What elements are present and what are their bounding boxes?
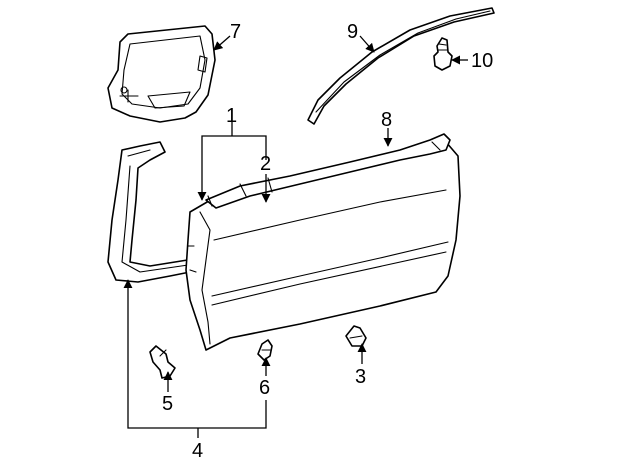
part-10-bolt[interactable] bbox=[433, 37, 453, 71]
callout-10: 10 bbox=[471, 50, 493, 72]
callout-8: 8 bbox=[381, 109, 392, 131]
callout-labels: 1 2 3 4 5 6 7 8 9 10 bbox=[162, 21, 493, 462]
callout-2: 2 bbox=[260, 153, 271, 175]
callout-6: 6 bbox=[259, 377, 270, 399]
callout-5: 5 bbox=[162, 393, 173, 415]
callout-1: 1 bbox=[226, 105, 237, 127]
part-4-weatherstrip[interactable] bbox=[107, 141, 201, 283]
part-5-bolt[interactable] bbox=[149, 345, 176, 379]
callout-3: 3 bbox=[355, 366, 366, 388]
callout-4: 4 bbox=[192, 440, 203, 462]
part-8-belt-molding[interactable] bbox=[205, 133, 451, 209]
part-3-plug[interactable] bbox=[345, 325, 367, 347]
callout-9: 9 bbox=[347, 21, 358, 43]
part-6-clip[interactable] bbox=[257, 339, 273, 361]
part-9-window-molding[interactable] bbox=[307, 7, 495, 125]
leader-lines bbox=[123, 35, 468, 438]
callout-7: 7 bbox=[230, 21, 241, 43]
part-7-inner-panel[interactable] bbox=[107, 25, 216, 123]
